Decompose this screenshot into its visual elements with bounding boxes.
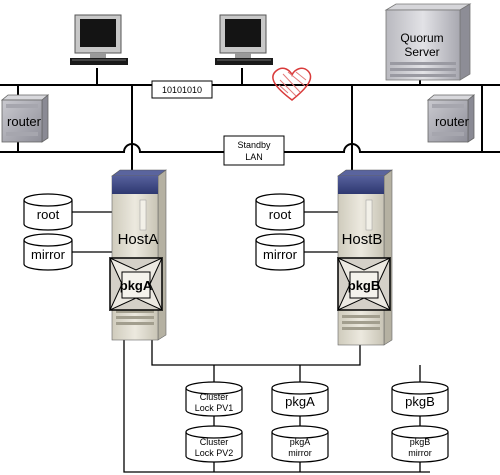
router-right-label: router: [435, 114, 470, 129]
router-right: router: [426, 94, 476, 143]
package-a-box: pkgA: [108, 256, 164, 312]
router-left: router: [0, 94, 50, 143]
server-icon: [111, 169, 167, 341]
hostb-root-label: root: [269, 207, 292, 222]
computer-icon: [215, 14, 273, 65]
package-a-label: pkgA: [120, 278, 153, 293]
package-b-label: pkgB: [348, 278, 381, 293]
pkgb-mirror-line1: pkgB: [410, 437, 431, 447]
disk-icon: mirror: [255, 233, 305, 271]
hosta-root-label: root: [37, 207, 60, 222]
host-b-label: HostB: [342, 231, 383, 248]
pkga-mirror-line2: mirror: [288, 448, 312, 458]
host-a-label: HostA: [118, 231, 159, 248]
pkga-mirror-line1: pkgA: [290, 437, 311, 447]
host-a: HostA pkgA: [108, 169, 167, 341]
router-left-label: router: [7, 114, 42, 129]
data-lan-label: 10101010: [162, 85, 202, 95]
disk-icon: pkgB mirror: [391, 425, 449, 463]
network-lines: [0, 68, 500, 175]
disk-icon: root: [255, 193, 305, 231]
heart-icon: [272, 67, 312, 101]
disk-icon: mirror: [23, 233, 73, 271]
cluster-lock-pv1-line2: Lock PV1: [195, 403, 234, 413]
data-lan-label-box: 10101010: [151, 80, 213, 99]
standby-lan-label-box: Standby LAN: [223, 135, 285, 166]
computer-icon: [70, 14, 128, 65]
host-b: HostB pkgB: [336, 169, 393, 346]
hosta-mirror-label: mirror: [31, 247, 66, 262]
pkgb-mirror-line2: mirror: [408, 448, 432, 458]
router-icon: [426, 94, 476, 143]
standby-lan-label-line1: Standby: [237, 140, 271, 150]
disk-icon: Cluster Lock PV1: [185, 381, 243, 417]
disk-icon: root: [23, 193, 73, 231]
cluster-lock-pv2-line1: Cluster: [200, 437, 229, 447]
cluster-lock-pv1-line1: Cluster: [200, 392, 229, 402]
router-icon: [0, 94, 50, 143]
server-icon: [384, 3, 472, 81]
shared-pkga-label: pkgA: [285, 394, 315, 409]
package-b-box: pkgB: [336, 256, 392, 312]
hostb-mirror-label: mirror: [263, 247, 298, 262]
disk-icon: pkgA mirror: [271, 425, 329, 463]
disk-icon: Cluster Lock PV2: [185, 425, 243, 463]
disk-icon: pkgA: [271, 381, 329, 417]
disk-icon: pkgB: [391, 381, 449, 417]
storage-lines: [72, 211, 430, 473]
quorum-server: Quorum Server: [384, 3, 472, 81]
quorum-label-line1: Quorum: [400, 31, 443, 45]
quorum-label-line2: Server: [404, 45, 439, 59]
cluster-lock-pv2-line2: Lock PV2: [195, 448, 234, 458]
standby-lan-label-line2: LAN: [245, 152, 263, 162]
shared-pkgb-label: pkgB: [405, 394, 435, 409]
